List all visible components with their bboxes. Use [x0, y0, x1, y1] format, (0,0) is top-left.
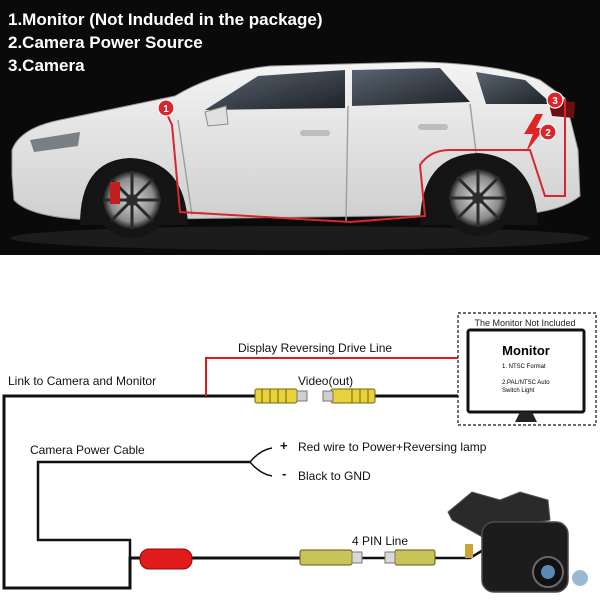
back-glass — [476, 72, 552, 104]
plus-sign: + — [280, 438, 288, 453]
rear-window — [352, 68, 470, 106]
four-pin-male-connector — [299, 549, 363, 566]
power-bolt-icon — [524, 114, 545, 152]
front-wheel — [94, 162, 170, 238]
headlight — [30, 132, 80, 152]
monitor-caption: The Monitor Not Included — [474, 318, 576, 328]
wiring-diagram — [2, 312, 597, 593]
svg-text:2: 2 — [545, 128, 551, 139]
legend-power-source: 2.Camera Power Source — [8, 33, 203, 52]
minus-sign: - — [282, 466, 287, 481]
camera-power-cable-label: Camera Power Cable — [30, 443, 145, 457]
side-mirror — [204, 105, 229, 127]
car-photo-panel: 1 2 3 1.Monitor (Not Induded in the pack… — [0, 0, 600, 255]
display-reversing-label: Display Reversing Drive Line — [238, 341, 393, 355]
svg-text:3: 3 — [552, 96, 558, 107]
monitor-spec-auto-line2: Switch Light — [502, 388, 535, 394]
svg-text:1: 1 — [163, 104, 169, 115]
link-camera-monitor-label: Link to Camera and Monitor — [8, 374, 157, 388]
video-out-label: Video(out) — [298, 374, 354, 388]
monitor-spec-auto-line1: 2.PAL/NTSC Auto — [502, 380, 550, 386]
monitor-title: Monitor — [502, 343, 550, 358]
four-pin-female-connector — [384, 549, 436, 566]
display-reversing-line — [205, 357, 458, 396]
callout-1: 1 — [157, 99, 175, 117]
monitor-device — [466, 328, 586, 422]
black-wire-label: Black to GND — [298, 469, 371, 483]
red-wire-label: Red wire to Power+Reversing lamp — [298, 440, 487, 454]
power-connector — [139, 548, 193, 570]
car-wiring-route — [164, 97, 566, 224]
rca-male-connector — [254, 388, 308, 404]
callout-3: 3 — [546, 91, 564, 109]
rear-wheel — [440, 160, 516, 236]
legend-monitor: 1.Monitor (Not Induded in the package) — [8, 10, 323, 29]
camera-illustration — [447, 491, 588, 593]
ground-shadow — [10, 226, 590, 250]
monitor-spec-auto: 2.PAL/NTSC Auto Switch Light — [502, 379, 550, 395]
four-pin-label: 4 PIN Line — [352, 534, 409, 548]
callout-2: 2 — [539, 123, 557, 141]
front-window — [205, 70, 345, 110]
rca-female-connector — [322, 388, 376, 404]
legend-camera: 3.Camera — [8, 56, 85, 75]
car-illustration: 1 2 3 — [10, 61, 590, 250]
monitor-spec-ntsc: 1. NTSC Format — [502, 364, 546, 370]
legend: 1.Monitor (Not Induded in the package) 2… — [8, 8, 323, 77]
monitor-screen: Monitor 1. NTSC Format 2.PAL/NTSC Auto S… — [472, 334, 580, 408]
power-cable — [36, 460, 250, 558]
